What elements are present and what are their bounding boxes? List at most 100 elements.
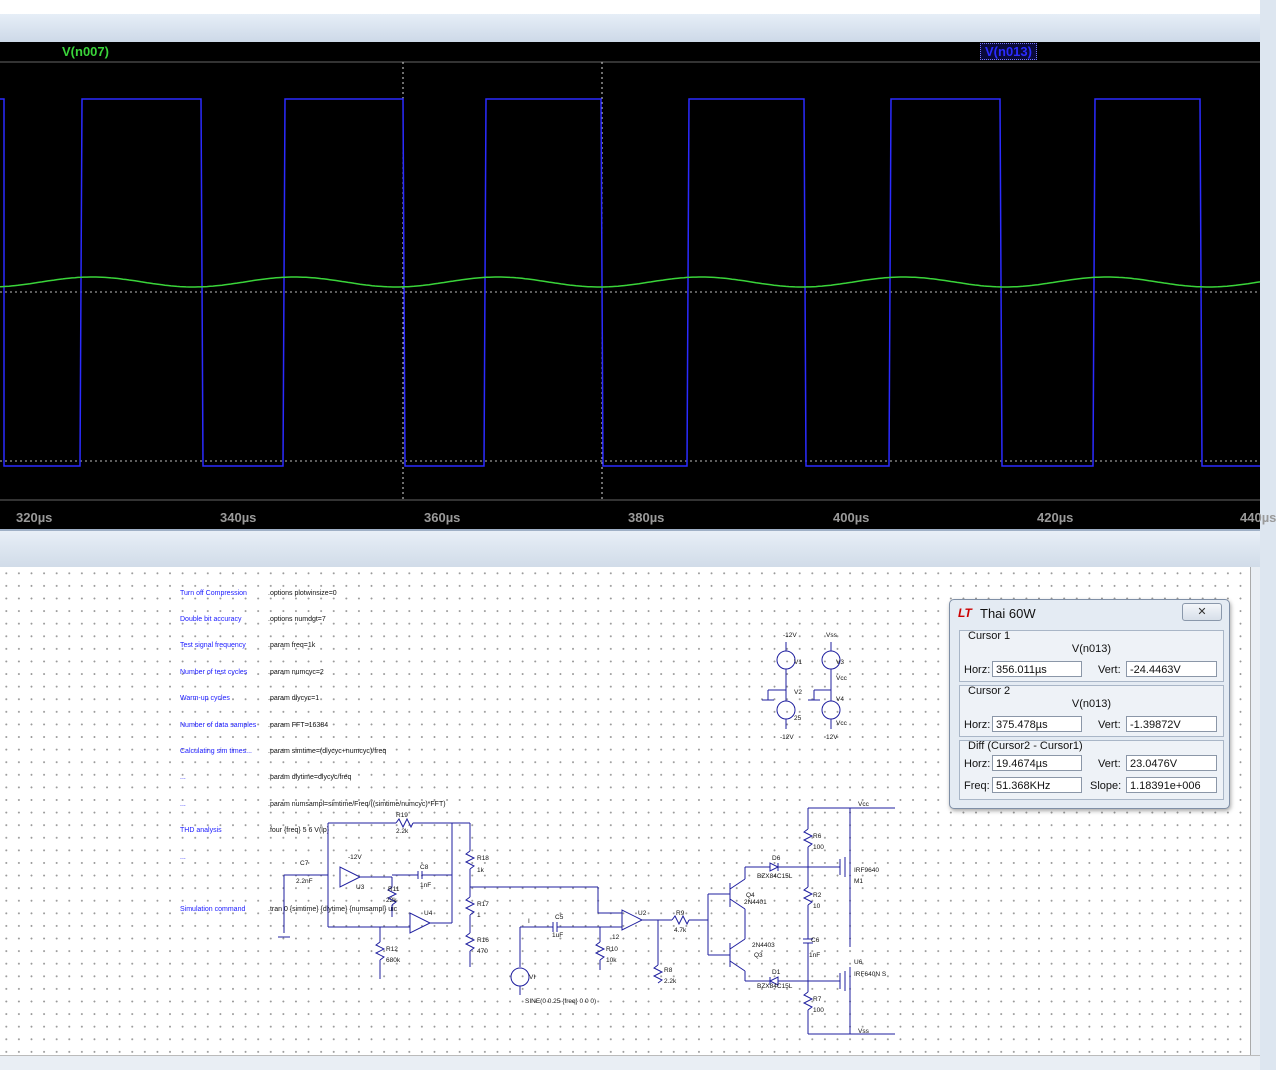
cursor1-horz-field[interactable]: 356.011µs — [992, 661, 1082, 677]
cursor2-vert-field[interactable]: -1.39872V — [1126, 716, 1217, 732]
part-label: 1nF — [809, 952, 820, 959]
waveform-window-titlebar[interactable] — [0, 14, 1260, 43]
spice-commands[interactable]: .options plotwinsize=0 .options numdgt=7… — [268, 572, 446, 924]
spice-command: .options numdgt=7 — [268, 615, 326, 623]
part-label: C5 — [555, 914, 564, 921]
top-toolbar — [0, 0, 1260, 15]
spice-comment: Number of data samples — [180, 721, 257, 729]
trace-label-v-n007[interactable]: V(n007) — [62, 44, 109, 59]
diff-slope-label: Slope: — [1090, 780, 1122, 792]
part-label: -12V — [348, 854, 362, 861]
spice-comment: Calculating sim times... — [180, 747, 252, 755]
part-label: 470 — [477, 948, 488, 955]
spice-comments[interactable]: Turn off Compression Double bit accuracy… — [180, 572, 256, 924]
cursor1-label: Cursor 1 — [968, 630, 1011, 642]
part-label: U4 — [424, 910, 433, 917]
ltspice-logo-icon: LT — [958, 606, 972, 620]
spice-comment: Turn off Compression — [180, 589, 247, 597]
spice-comment: Double bit accuracy — [180, 615, 242, 623]
source-value: SINE(0 0.25 {freq} 0 0 0) — [525, 998, 596, 1005]
x-tick-label: 420µs — [1037, 510, 1074, 525]
cursor1-horz-label: Horz: — [964, 664, 991, 676]
part-label: 2N4401 — [744, 899, 767, 906]
part-label: D6 — [772, 855, 781, 862]
trace-v-n013 — [0, 98, 1260, 467]
part-label: -12V — [783, 632, 797, 639]
cursor2-horz-field[interactable]: 375.478µs — [992, 716, 1082, 732]
cursor2-group: Cursor 2 V(n013) Horz: 375.478µs Vert: -… — [959, 685, 1224, 737]
cursor2-label: Cursor 2 — [968, 685, 1011, 697]
circuit-schematic[interactable]: -12V V3 V1 V2 V4 25 Vcc Vcc Vss 12V -12V… — [0, 567, 1250, 1055]
cursor-readout-window[interactable]: LT Thai 60W ✕ Cursor 1 V(n013) Horz: 356… — [949, 599, 1230, 809]
schematic-labels: -12V V3 V1 V2 V4 25 Vcc Vcc Vss 12V -12V… — [296, 632, 887, 1035]
part-label: U6 — [854, 959, 863, 966]
part-label: IRF640N S — [854, 971, 887, 978]
spice-comment: ... — [180, 774, 186, 782]
cursor1-vert-field[interactable]: -24.4463V — [1126, 661, 1217, 677]
trace-label-v-n013[interactable]: V(n013) — [980, 43, 1037, 60]
cursor2-horz-label: Horz: — [964, 719, 991, 731]
part-label: -12V — [780, 734, 794, 741]
diff-horz-label: Horz: — [964, 758, 991, 770]
part-label: BZX84C15L — [757, 873, 793, 880]
diff-freq-label: Freq: — [964, 780, 990, 792]
spice-command: .param dlycyc=1 — [268, 695, 320, 703]
part-label: 680k — [386, 957, 401, 964]
part-label: U3 — [356, 884, 365, 891]
part-label: 1k — [477, 867, 485, 874]
spice-command: .tran 0 {simtime} {dlytime} {numsampl} u… — [268, 906, 398, 914]
part-label: R16 — [477, 937, 489, 944]
diff-vert-field[interactable]: 23.0476V — [1126, 755, 1217, 771]
part-label: R9 — [676, 910, 685, 917]
part-label: 1 — [477, 912, 481, 919]
spice-comment: Warm-up cycles — [180, 695, 230, 703]
part-label: R19 — [396, 812, 408, 819]
waveform-canvas[interactable] — [0, 42, 1261, 529]
part-label: 2N4403 — [752, 942, 775, 949]
spice-comment: ... — [180, 853, 186, 861]
diff-freq-field[interactable]: 51.368KHz — [992, 777, 1082, 793]
x-tick-label: 360µs — [424, 510, 461, 525]
spice-command: .param simtime=(dlycyc+numcyc)/freq — [268, 747, 387, 755]
part-label: 25 — [794, 715, 802, 722]
cursor-window-titlebar[interactable]: LT Thai 60W ✕ — [950, 600, 1229, 624]
cursor2-trace: V(n013) — [1071, 698, 1112, 710]
diff-slope-field[interactable]: 1.18391e+006 — [1126, 777, 1217, 793]
part-label: Q4 — [746, 892, 755, 899]
part-label: R17 — [477, 901, 489, 908]
net-label: I — [528, 918, 530, 925]
cursor-window-title: Thai 60W — [980, 606, 1036, 621]
x-tick-label: 400µs — [833, 510, 870, 525]
part-label: Vcc — [836, 720, 848, 727]
x-tick-label: 380µs — [628, 510, 665, 525]
spice-command: .options plotwinsize=0 — [268, 589, 337, 597]
part-label: 100 — [813, 844, 824, 851]
part-label: R2 — [813, 892, 822, 899]
part-label: V1 — [794, 659, 802, 666]
spice-comment: THD analysis — [180, 827, 222, 835]
spice-comment: Test signal frequency — [180, 642, 246, 650]
diff-horz-field[interactable]: 19.4674µs — [992, 755, 1082, 771]
part-label: R12 — [386, 946, 398, 953]
x-tick-label: 440µs — [1240, 510, 1276, 525]
cursor1-vert-label: Vert: — [1098, 664, 1121, 676]
spice-command: .param dlytime=dlycyc/freq — [268, 774, 352, 782]
part-label: Vcc — [836, 675, 848, 682]
part-label: R11 — [388, 886, 400, 893]
part-label: R18 — [477, 855, 489, 862]
part-label: Q3 — [754, 952, 763, 959]
trace-v-n007 — [0, 276, 1261, 288]
waveform-plot[interactable]: V(n007) V(n013) 320µs 340µs 360µs 380µs … — [0, 42, 1276, 529]
part-label: 12 — [612, 934, 620, 941]
vertical-scrollbar[interactable] — [1251, 567, 1260, 1055]
diff-label: Diff (Cursor2 - Cursor1) — [968, 740, 1083, 752]
part-label: VI — [529, 974, 535, 981]
schematic-window-titlebar[interactable] — [0, 529, 1260, 569]
part-label: 10k — [606, 957, 617, 964]
cursor1-trace: V(n013) — [1071, 643, 1112, 655]
horizontal-scrollbar[interactable] — [0, 1055, 1260, 1070]
spice-command: .four {freq} 5 6 V(lp) — [268, 827, 330, 835]
part-label: M1 — [854, 878, 863, 885]
close-button[interactable]: ✕ — [1182, 603, 1222, 621]
part-label: D1 — [772, 969, 781, 976]
